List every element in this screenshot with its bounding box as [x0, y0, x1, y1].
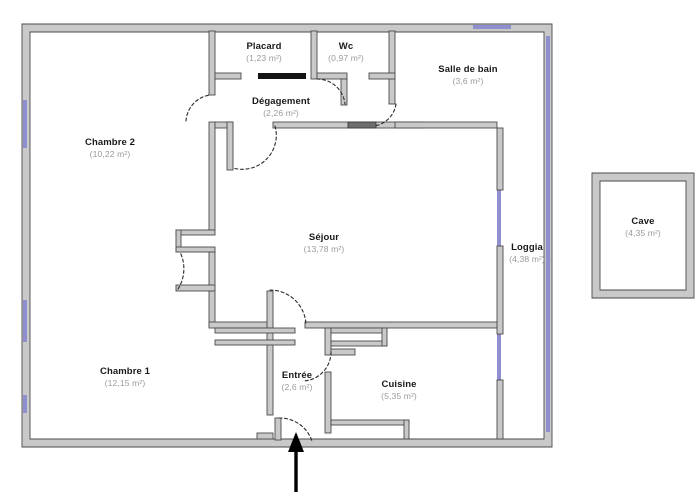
cuisine-counter-top-inner [330, 340, 388, 347]
sdb-door-threshold [347, 121, 377, 129]
door-arc-degagement [232, 125, 277, 170]
wall-placard-bottom-left [214, 72, 242, 80]
door-arc-sdb [373, 103, 397, 127]
wall-sejour-bottom-right [304, 321, 498, 329]
wall-entree-door-jamb [274, 417, 282, 441]
cuisine-counter-bottom [330, 419, 410, 426]
door-arc-chambre2 [185, 94, 211, 122]
door-arc-cuisine [302, 351, 332, 382]
sejour-niche-bottom [214, 339, 296, 346]
wall-chambre1-top [175, 284, 216, 292]
wall-entree-cuisine-upper [324, 327, 332, 356]
apartment-outline [21, 23, 553, 448]
window-top-sdb [473, 25, 511, 29]
cave-outline [591, 172, 695, 299]
wall-chambre2-right-mid [208, 121, 216, 231]
wall-chambre1-bottom-stub [256, 432, 274, 440]
window-loggia-inner-lower [497, 330, 501, 382]
wall-cuisine-door-stub [330, 348, 356, 356]
window-left-bottom [23, 395, 27, 413]
wall-chambre2-right-top [208, 30, 216, 96]
wall-degagement-door-jamb [226, 121, 234, 171]
door-swing-arcs [177, 78, 397, 442]
wall-loggia-partition-lower [496, 379, 504, 440]
wall-wc-door-jamb [340, 78, 348, 106]
cuisine-counter-top-right [381, 327, 388, 347]
cave-walls [591, 172, 695, 299]
door-arc-entree [278, 417, 313, 442]
wall-chambre2-niche-top [175, 229, 216, 236]
door-arc-sejour [269, 289, 307, 326]
wall-loggia-partition-mid [496, 245, 504, 335]
wall-wc-bottom [316, 72, 348, 80]
wall-sejour-door-jamb [266, 290, 274, 329]
wall-wc-sdb [388, 30, 396, 105]
window-left-upper [23, 100, 27, 148]
window-markers [23, 25, 550, 432]
window-right-loggia-a [546, 36, 550, 432]
cuisine-counter-bottom-right [403, 419, 410, 440]
cuisine-counter-top [330, 327, 388, 334]
interior-walls [175, 30, 504, 441]
door-arc-chambre2-lower [177, 251, 185, 290]
window-loggia-inner-upper [497, 188, 501, 248]
door-arc-wc [316, 78, 346, 105]
sejour-niche-top [214, 327, 296, 334]
exterior-walls [21, 23, 553, 448]
placard-sliding-door [258, 73, 306, 79]
window-left-lower [23, 300, 27, 342]
wall-placard-wc [310, 30, 318, 80]
wall-loggia-partition-upper [496, 127, 504, 191]
wall-entree-cuisine-lower [324, 371, 332, 434]
wall-wc-bottom-right [368, 72, 396, 80]
wall-sdb-bottom [394, 121, 498, 129]
wall-chambre2-right-low [208, 251, 216, 291]
wall-hall-bottom [208, 321, 274, 329]
wall-chambre2-niche-bottom [175, 246, 216, 253]
entry-arrow [288, 432, 304, 492]
